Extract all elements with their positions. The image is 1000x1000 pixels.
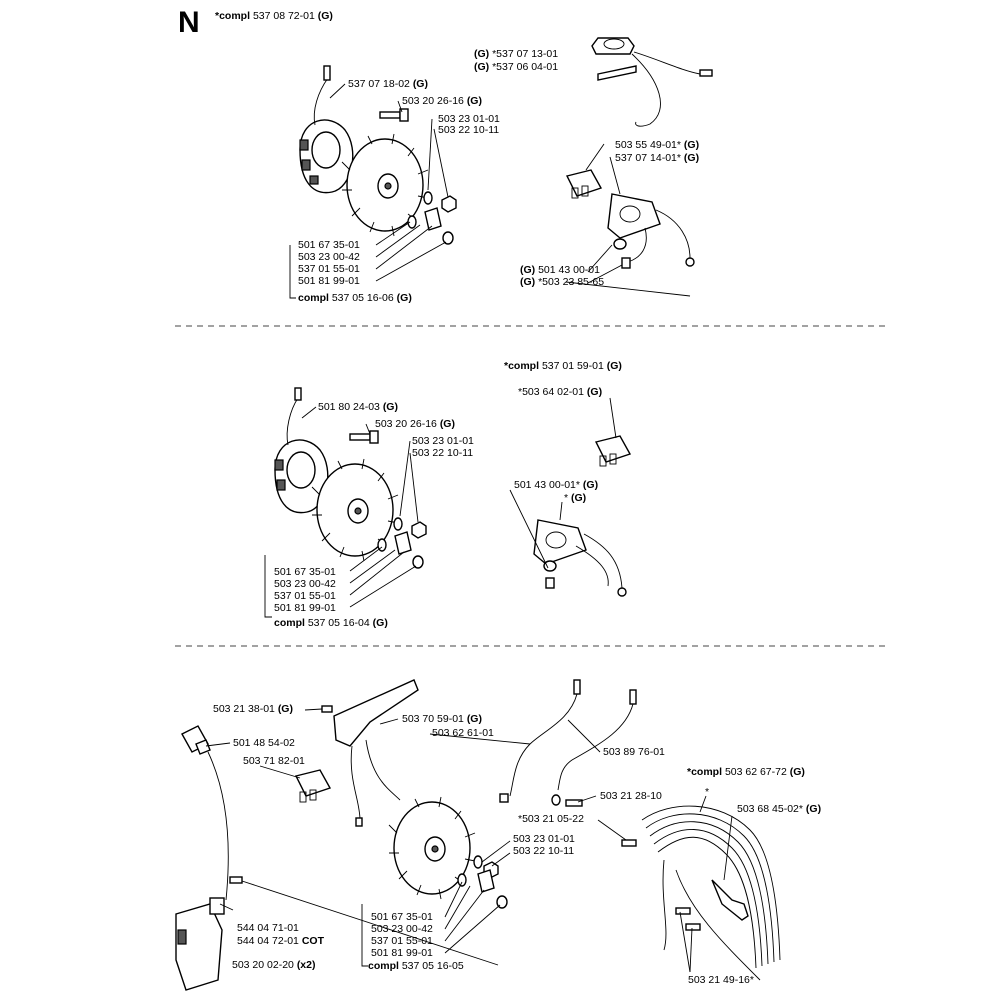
part-label: 501 81 99-01	[274, 602, 336, 614]
part-label: 503 20 26-16 (G)	[402, 95, 482, 107]
part-label: 501 67 35-01	[274, 566, 336, 578]
part-label: (G) 501 43 00-01	[520, 264, 600, 276]
section-letter: N	[178, 6, 200, 39]
part-label: 503 22 10-11	[438, 124, 500, 136]
part-label: 503 21 28-10	[600, 790, 662, 802]
part-label: compl 537 05 16-05	[368, 960, 464, 972]
part-label: 503 22 10-11	[412, 447, 474, 459]
harness-drawing	[641, 805, 781, 981]
leader-lines-3	[205, 708, 733, 973]
part-label: 501 48 54-02	[233, 737, 295, 749]
switch-drawing	[294, 769, 332, 803]
wire-drawing-3	[499, 679, 637, 803]
fastener-drawing	[379, 108, 457, 245]
part-label: 503 62 61-01	[432, 727, 494, 739]
part-label: 503 89 76-01	[603, 746, 665, 758]
part-label: 501 81 99-01	[298, 275, 360, 287]
part-label: 503 68 45-02* (G)	[737, 803, 822, 815]
part-label: 503 22 10-11	[513, 845, 575, 857]
part-label: *503 21 05-22	[518, 813, 584, 825]
fastener-drawing-3	[229, 705, 637, 909]
part-label: 503 20 26-16 (G)	[375, 418, 455, 430]
part-label: 537 07 18-02 (G)	[348, 78, 428, 90]
spark-plug-cap-drawing	[181, 725, 229, 901]
part-label: 503 23 00-42	[371, 923, 433, 935]
part-label: compl 537 05 16-06 (G)	[298, 292, 412, 304]
module-drawing	[565, 169, 695, 269]
ignition-module-drawing	[175, 897, 225, 991]
leader-lines-2	[264, 406, 419, 618]
part-label: 503 23 01-01	[412, 435, 474, 447]
part-label: 537 01 55-01	[298, 263, 360, 275]
part-label: 501 67 35-01	[371, 911, 433, 923]
ignition-coil-drawing-2	[274, 387, 329, 514]
part-label: 501 81 99-01	[371, 947, 433, 959]
part-label: 544 04 72-01 COT	[237, 935, 324, 947]
part-label: 503 21 49-16*	[688, 974, 754, 986]
part-label: *503 64 02-01 (G)	[518, 386, 603, 398]
flywheel-drawing	[341, 133, 429, 237]
part-label: 503 55 49-01* (G)	[615, 139, 700, 151]
part-label: 537 01 55-01	[274, 590, 336, 602]
ignition-coil-drawing	[299, 65, 354, 194]
part-label: *compl 537 08 72-01 (G)	[215, 10, 333, 22]
module-drawing-2	[509, 397, 632, 597]
part-label: 503 20 02-20 (x2)	[232, 959, 316, 971]
part-label: 503 21 38-01 (G)	[213, 703, 293, 715]
part-label: 503 23 00-42	[274, 578, 336, 590]
part-label: (G) *537 07 13-01	[474, 48, 559, 60]
part-label: 537 07 14-01* (G)	[615, 152, 700, 164]
part-label: 503 70 59-01 (G)	[402, 713, 482, 725]
part-label: 501 80 24-03 (G)	[318, 401, 398, 413]
part-label: 544 04 71-01	[237, 922, 299, 934]
part-label: 503 23 00-42	[298, 251, 360, 263]
part-label: 537 01 55-01	[371, 935, 433, 947]
bracket-drawing	[333, 679, 419, 827]
part-label: (G) *503 23 85-65	[520, 276, 605, 288]
leader-lines	[289, 83, 449, 299]
fastener-drawing-2	[349, 430, 427, 569]
coil-wire-drawing	[591, 37, 713, 127]
part-label: 503 71 82-01	[243, 755, 305, 767]
part-label: *	[705, 786, 710, 798]
part-label: (G) *537 06 04-01	[474, 61, 559, 73]
flywheel-drawing-3	[388, 796, 476, 900]
part-label: 501 67 35-01	[298, 239, 360, 251]
flywheel-drawing-2	[311, 458, 399, 562]
part-label: compl 537 05 16-04 (G)	[274, 617, 388, 629]
part-label: 501 43 00-01* (G)	[514, 479, 599, 491]
part-label: *compl 503 62 67-72 (G)	[687, 766, 805, 778]
part-label: *compl 537 01 59-01 (G)	[504, 360, 622, 372]
part-label: 503 23 01-01	[513, 833, 575, 845]
fuel-line-drawing	[565, 281, 691, 297]
part-label: * (G)	[564, 492, 587, 504]
part-label: 503 23 01-01	[438, 113, 500, 125]
